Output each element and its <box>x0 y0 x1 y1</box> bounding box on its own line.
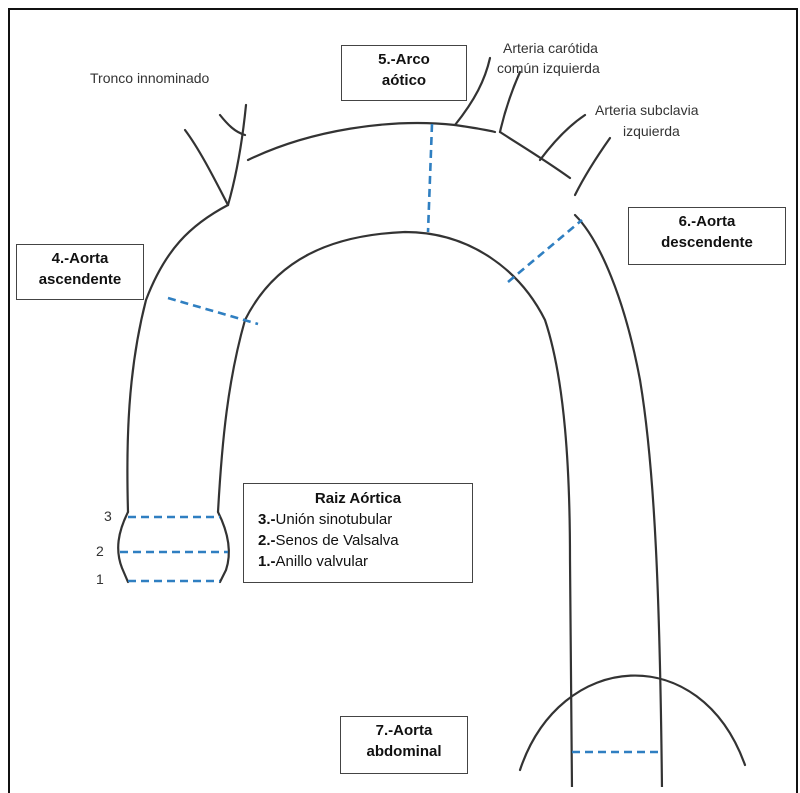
box-abd-line1: 7.-Aorta <box>375 722 433 739</box>
box-asc-line2: ascendente <box>38 271 122 288</box>
dash-arch-boundary <box>426 123 434 233</box>
raiz-title: Raiz Aórtica <box>314 490 402 507</box>
raiz-item-2: 2.-Senos de Valsalva <box>258 532 399 549</box>
marker-1: 1 <box>96 571 104 587</box>
left-carotid <box>453 56 492 127</box>
ascending-outer-wall <box>126 203 230 514</box>
left-subclavian <box>538 113 587 162</box>
label-carotida-line2: común izquierda <box>497 60 600 76</box>
left-carotid-inner <box>498 70 522 134</box>
raiz-item-1: 1.-Anillo valvular <box>258 553 369 570</box>
label-subclavia-line1: Arteria subclavia <box>595 102 699 118</box>
aortic-root-right <box>216 510 230 584</box>
box-asc-line1: 4.-Aorta <box>51 250 109 267</box>
innominate-trunk <box>183 128 230 207</box>
box-desc-line1: 6.-Aorta <box>678 213 736 230</box>
marker-3: 3 <box>104 508 112 524</box>
box-arco-aortico: 5.-Arco aótico <box>341 45 467 101</box>
label-tronco-innominado: Tronco innominado <box>90 70 210 86</box>
box-aorta-abdominal: 7.-Aorta abdominal <box>340 716 468 774</box>
diagram-frame <box>8 8 798 793</box>
abdominal-arc <box>518 674 747 772</box>
box-arco-line1: 5.-Arco <box>378 51 430 68</box>
arch-outer-wall <box>246 121 497 162</box>
aortic-root-left <box>117 510 130 584</box>
descending-outer-wall <box>573 213 664 787</box>
box-aorta-ascendente: 4.-Aorta ascendente <box>16 244 144 300</box>
box-abd-line2: abdominal <box>366 743 442 760</box>
arch-inner-wall <box>216 230 574 787</box>
innominate-notch <box>218 113 247 137</box>
box-desc-line2: descendente <box>661 234 753 251</box>
box-aorta-descendente: 6.-Aorta descendente <box>628 207 786 265</box>
innominate-trunk-inner <box>226 103 248 207</box>
dash-descending-boundary <box>507 219 583 283</box>
raiz-item-3: 3.-Unión sinotubular <box>258 511 393 528</box>
box-arco-line2: aótico <box>381 72 427 89</box>
left-carotid-lower <box>498 130 572 180</box>
label-carotida-line1: Arteria carótida <box>503 40 598 56</box>
left-subclavian-inner <box>573 136 612 197</box>
dash-ascending-boundary <box>167 296 259 326</box>
marker-2: 2 <box>96 543 104 559</box>
label-subclavia-line2: izquierda <box>623 123 680 139</box>
box-raiz-aortica: Raiz Aórtica 3.-Unión sinotubular 2.-Sen… <box>243 483 473 583</box>
